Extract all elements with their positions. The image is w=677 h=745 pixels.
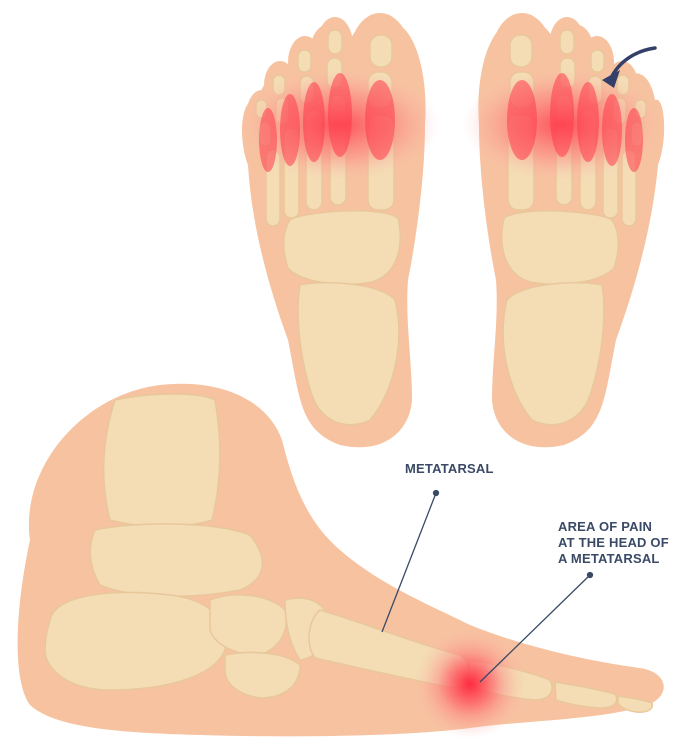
metatarsal-label: METATARSAL	[405, 461, 494, 477]
pain-area-label: AREA OF PAIN AT THE HEAD OF A METATARSAL	[558, 519, 669, 567]
right-foot-sole	[462, 13, 664, 447]
side-foot-pain-core	[438, 652, 502, 716]
tibia	[104, 394, 220, 527]
pain-label-line-2: AT THE HEAD OF	[558, 535, 669, 551]
left-foot-sole	[240, 13, 440, 447]
metatarsal-leader-dot	[434, 491, 439, 496]
pain-label-line-1: AREA OF PAIN	[558, 519, 669, 535]
talus	[90, 524, 262, 596]
pain-label-line-3: A METATARSAL	[558, 551, 669, 567]
pain-leader-dot	[588, 573, 593, 578]
